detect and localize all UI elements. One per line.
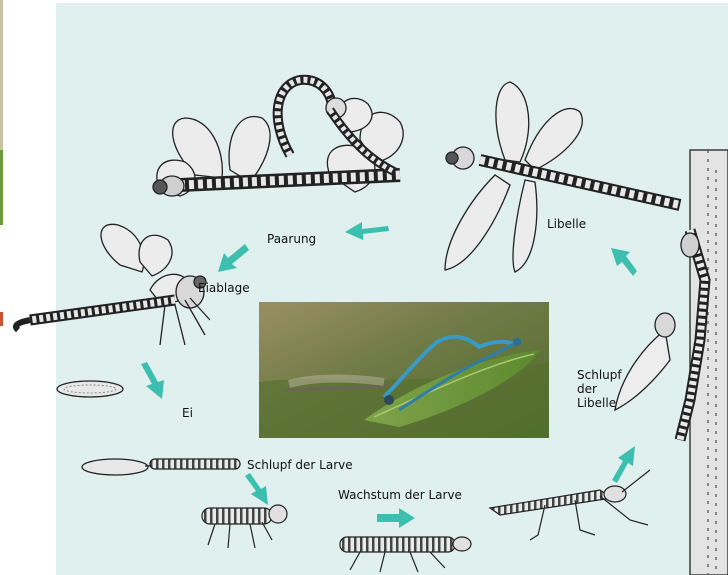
mating-damselflies-photo (259, 302, 549, 438)
growing-larva-illustration (340, 537, 471, 572)
hatching-larva-illustration (82, 459, 240, 475)
label-paarung: Paarung (267, 232, 316, 246)
emergence-to-libelle-arrow (611, 248, 637, 276)
large-larva-illustration (490, 470, 650, 540)
mating-dragonflies-illustration (153, 80, 403, 196)
egg-laying-dragonfly-illustration (16, 224, 210, 345)
paarung-to-eiablage-arrow (218, 244, 249, 272)
label-schlupf-larve: Schlupf der Larve (247, 458, 353, 472)
larve-growth-arrow (377, 508, 415, 528)
schlupf-to-larve-arrow (245, 473, 268, 505)
label-libelle: Libelle (547, 217, 586, 231)
label-ei: Ei (182, 406, 193, 420)
libelle-to-paarung-arrow (345, 222, 389, 240)
label-schlupf-libelle: Schlupf der Libelle (577, 368, 633, 410)
small-larva-illustration (202, 505, 287, 548)
eiablage-to-ei-arrow (141, 362, 164, 399)
adult-dragonfly-illustration (445, 82, 680, 272)
emerging-dragonfly-illustration (615, 150, 728, 575)
egg-illustration (57, 381, 123, 397)
label-eiablage: Eiablage (198, 281, 250, 295)
label-wachstum-larve: Wachstum der Larve (338, 488, 462, 502)
larve-to-emergence-arrow (612, 446, 635, 483)
